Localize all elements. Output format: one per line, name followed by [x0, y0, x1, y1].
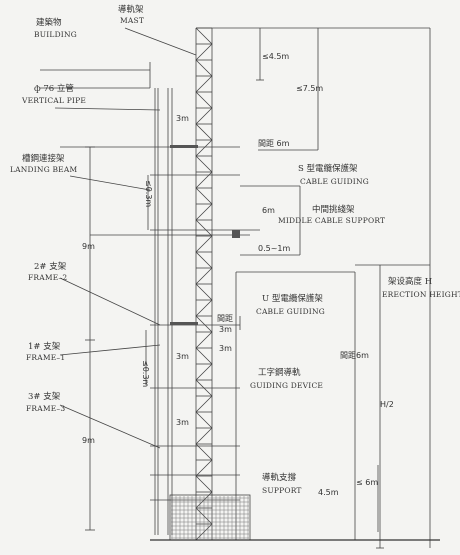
cable-u-label-cn: U 型電纜保護架: [262, 294, 323, 304]
left-dimension-lines: [85, 146, 149, 531]
landing-label-cn: 槽鋼連接架: [22, 154, 65, 164]
pipe-label-cn: ф 76 立管: [34, 84, 74, 94]
mast-diagonal: [195, 219, 213, 237]
leader-lines: [54, 27, 241, 449]
guide-label-en: GUIDING DEVICE: [250, 381, 324, 390]
middle-support-label-cn: 中間挑綫架: [312, 205, 355, 215]
mast-diagonal: [195, 187, 213, 205]
mast-diagonals: [195, 27, 213, 541]
dim-spacing-6m-b: 間距6m: [340, 351, 369, 360]
dim-3m-e: 3m: [176, 418, 189, 427]
dim-3m-d: 3m: [176, 352, 189, 361]
frame3-label-cn: 3# 支架: [28, 392, 61, 402]
dim-3m-b: 3m: [219, 325, 232, 334]
mast-diagonal: [195, 475, 213, 493]
pipe-label-en: VERTICAL PIPE: [22, 96, 87, 105]
mast-diagonal: [195, 331, 213, 349]
cable-u-label-en: CABLE GUIDING: [256, 307, 325, 316]
mast-diagonal: [195, 267, 213, 285]
dim-h2: H/2: [380, 400, 394, 409]
mast-diagonal: [195, 123, 213, 141]
mast-diagonal: [195, 155, 213, 173]
right-dimension-lines: [256, 28, 384, 549]
dim-05-1m: 0.5~1m: [258, 244, 291, 253]
mast-diagonal: [195, 411, 213, 429]
frame1-label-cn: 1# 支架: [28, 342, 61, 352]
dim-3m-c: 3m: [219, 344, 232, 353]
mast-diagonal: [195, 347, 213, 365]
mast-diagonal: [195, 251, 213, 269]
dim-le6: ≤ 6m: [356, 478, 379, 487]
vertical-pipes: [154, 88, 173, 535]
mast-diagonal: [195, 59, 213, 77]
dim-3m-a: 3m: [176, 114, 189, 123]
dim-le03-b: ≤0.3m: [141, 360, 150, 388]
bracket-marks: [170, 145, 240, 325]
dim-spacing-top: 間距: [217, 314, 233, 323]
cable-s-label-cn: S 型電纜保護架: [298, 164, 358, 174]
mast-diagonal: [195, 203, 213, 221]
mast-diagonal: [195, 459, 213, 477]
building-block: [40, 62, 151, 89]
height-label-en: ERECTION HEIGHT: [382, 290, 460, 299]
base-enclosure: [150, 494, 440, 541]
erection-frame: [212, 27, 431, 548]
mast-diagonal: [195, 315, 213, 333]
mast-diagonal: [195, 363, 213, 381]
mast-diagonal: [195, 75, 213, 93]
mast-diagonal: [195, 283, 213, 301]
dim-spacing-6m-a: 間距 6m: [258, 139, 290, 148]
landing-label-en: LANDING BEAM: [10, 165, 78, 174]
dim-6m: 6m: [262, 206, 275, 215]
mast-diagonal: [195, 299, 213, 317]
cable-s-label-en: CABLE GUIDING: [300, 177, 369, 186]
mast-diagonal: [195, 427, 213, 445]
mast-label-en: MAST: [120, 16, 145, 25]
mast-diagonal: [195, 91, 213, 109]
dim-9m-b: 9m: [82, 436, 95, 445]
mast-diagonal: [195, 43, 213, 61]
support-label-cn: 導軌支撐: [262, 473, 297, 483]
mast-diagonal: [195, 107, 213, 125]
guide-label-cn: 工字鋼導軌: [258, 368, 301, 378]
dim-9m-a: 9m: [82, 242, 95, 251]
dim-le03-a: ≤0.3m: [144, 180, 153, 208]
mast-diagonal: [195, 395, 213, 413]
frame1-label-en: FRAME–1: [26, 353, 66, 362]
mast-label-cn: 導軌架: [118, 5, 144, 15]
support-label-en: SUPPORT: [262, 486, 302, 495]
height-label-cn: 架设高度 H: [388, 277, 433, 287]
frame2-label-cn: 2# 支架: [34, 262, 67, 272]
frame2-label-en: FRAME–2: [28, 273, 68, 282]
building-label-en: BUILDING: [34, 30, 77, 39]
dim-le75: ≤7.5m: [296, 84, 324, 93]
middle-support-label-en: MIDDLE CABLE SUPPORT: [278, 216, 386, 225]
mast-diagonal: [195, 27, 213, 45]
dim-le45: ≤4.5m: [262, 52, 290, 61]
frame3-label-en: FRAME–3: [26, 404, 66, 413]
mast-diagonal: [195, 171, 213, 189]
mast-diagonal: [195, 443, 213, 461]
building-label-cn: 建築物: [36, 18, 62, 28]
mast-diagonal: [195, 235, 213, 253]
mast-diagonal: [195, 139, 213, 157]
dim-45m: 4.5m: [318, 488, 339, 497]
